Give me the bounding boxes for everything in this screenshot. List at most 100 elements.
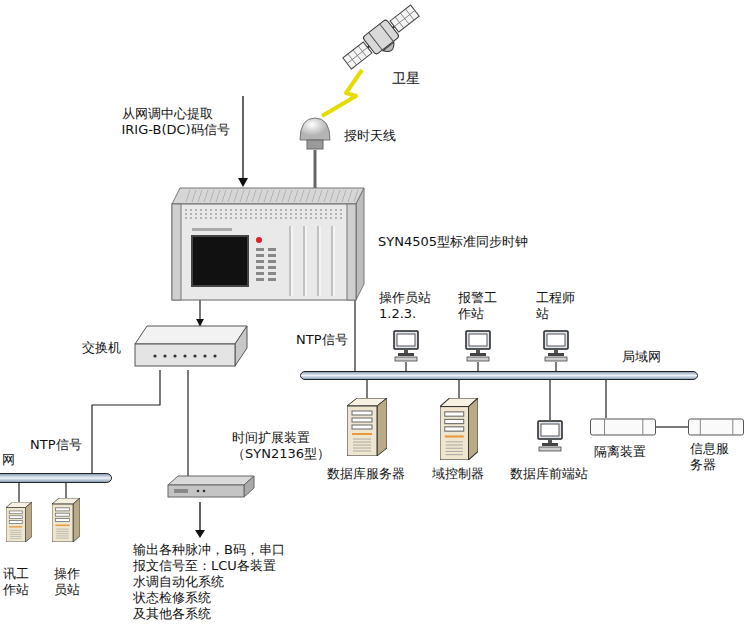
node-label: 信息服 务器 (690, 441, 731, 473)
srv-icon-part-part (353, 445, 371, 446)
clock-icon-part (310, 213, 312, 215)
clock-icon-part (320, 226, 321, 296)
clock-icon-part (240, 217, 242, 219)
clock-icon-part (192, 228, 232, 231)
node-label: 域控制器 (432, 466, 486, 482)
connector-line (555, 362, 556, 371)
alarm-station: 报警工 作站 (464, 330, 492, 362)
clock-icon-part (325, 209, 327, 211)
sat-icon-part-part (390, 5, 419, 32)
sat-icon-part-part (380, 24, 394, 41)
clock-icon-part (192, 236, 248, 286)
clock-icon-part (306, 190, 310, 202)
srv-icon-part-part (440, 407, 469, 460)
sat-icon-part-part (394, 11, 414, 27)
connector-line (18, 483, 19, 502)
ext-icon-part (203, 490, 206, 493)
srv-icon-part-part (52, 504, 73, 542)
srv-icon-part-part (56, 538, 69, 539)
clock-icon-part (260, 213, 262, 215)
bus-icon-part (301, 372, 698, 380)
clock-icon-part (330, 213, 332, 215)
srv-icon (52, 498, 80, 542)
clock-icon-part (228, 190, 232, 202)
srv-icon-part-part (352, 425, 372, 429)
node-label: 网 (2, 452, 17, 468)
srv-icon-part-part (353, 451, 371, 452)
clock-icon-part (230, 213, 232, 215)
sat-icon-part-part (347, 47, 367, 63)
sw-icon-part (203, 354, 206, 357)
dome-icon-part (307, 140, 323, 149)
srv-icon (6, 502, 32, 542)
clock-icon-part (245, 213, 247, 215)
clock-icon-part (220, 213, 222, 215)
clock-icon-part (340, 213, 342, 215)
mon-icon-part (541, 424, 559, 436)
mon-icon-part (539, 447, 561, 451)
clock-icon-part (318, 226, 319, 296)
clock-icon-part (290, 226, 291, 296)
srv-icon-part-part (56, 525, 70, 527)
clock-icon-part (330, 209, 332, 211)
mon-icon (464, 330, 492, 362)
sync-clock: SYN4505型标准同步时钟 (172, 188, 364, 300)
timing-antenna: 授时天线 (298, 116, 332, 150)
clock-icon-part (220, 217, 222, 219)
clock-icon-part (348, 190, 352, 202)
iso-icon-part (732, 419, 733, 435)
mon-icon-part (404, 349, 408, 353)
srv-icon-part-part (446, 445, 463, 446)
sw-icon-part (163, 354, 166, 357)
sw-icon-part (173, 354, 176, 357)
iso-icon-part (700, 419, 701, 435)
clock-icon-part (256, 278, 264, 281)
clock-icon-part (275, 217, 277, 219)
clock-icon-part (205, 209, 207, 211)
clock-icon-part (295, 217, 297, 219)
srv-icon-part-part (446, 454, 463, 455)
srv-icon-part-part (445, 427, 464, 431)
srv-icon-part-part (10, 532, 22, 533)
node-label: 时间扩展装置 （SYN2136型） (232, 430, 333, 462)
srv-icon-part-part (353, 439, 371, 440)
clock-icon-part (240, 190, 244, 202)
mon-icon-part (467, 357, 489, 361)
sw-icon-part (213, 354, 216, 357)
connector-line (92, 370, 160, 473)
clock-icon-part (310, 217, 312, 219)
mon-icon-part (466, 331, 490, 349)
dome-icon-part (300, 118, 330, 140)
clock-icon-part (200, 217, 202, 219)
clock-icon-part (280, 213, 282, 215)
srv-icon-part-part (377, 398, 387, 456)
clock-icon-part (300, 190, 304, 202)
srv-icon-part-part (26, 502, 33, 542)
srv-icon-part-part (10, 530, 22, 531)
mon-icon-part (398, 353, 414, 356)
clock-icon-part (246, 190, 250, 202)
clock-icon-part (256, 260, 264, 263)
clock-icon-part (300, 217, 302, 219)
clock-icon-part (240, 209, 242, 211)
clock-icon-part (315, 217, 317, 219)
mon-icon-part (554, 349, 558, 353)
iso-icon-part (642, 419, 643, 435)
srv-icon-part-part (10, 534, 22, 535)
srv-icon-part-part (73, 498, 80, 542)
sw-icon-part (135, 326, 247, 344)
srv-icon-part-part (56, 531, 69, 532)
connector-line (656, 426, 688, 427)
sw-icon-part (183, 354, 186, 357)
clock-icon-part (280, 209, 282, 211)
clock-icon-part (268, 248, 276, 251)
clock-icon-part (240, 213, 242, 215)
clock-icon-part (195, 209, 197, 211)
sat-icon-part (340, 2, 425, 77)
iso-icon-part (604, 419, 605, 435)
clock-icon-part (340, 209, 342, 211)
clock-icon-part (285, 217, 287, 219)
signal-arrow-head (238, 178, 248, 187)
bus-icon-part (0, 474, 112, 483)
